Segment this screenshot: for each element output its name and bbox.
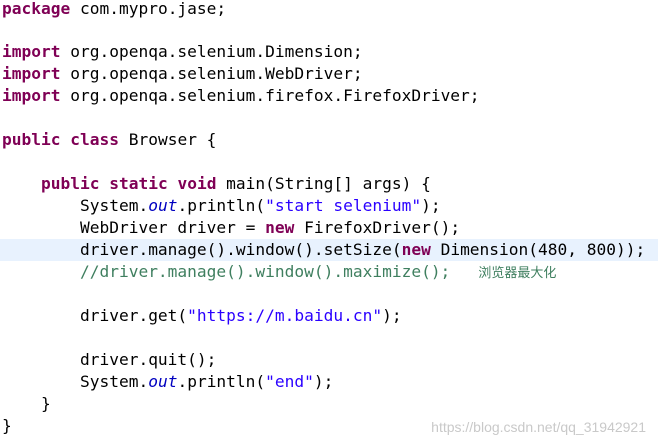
keyword: import xyxy=(2,86,61,105)
code-text: Dimension(480, 800)); xyxy=(430,240,646,259)
code-line-new-driver: WebDriver driver = new FirefoxDriver(); xyxy=(2,217,658,239)
keyword: void xyxy=(177,174,217,193)
code-line-driver-quit: driver.quit(); xyxy=(2,349,658,371)
keyword: public xyxy=(40,174,100,193)
code-text: com.mypro.jase; xyxy=(70,0,227,18)
code-comment: //driver.manage().window().maximize(); xyxy=(79,262,451,281)
code-line-import-webdriver: import org.openqa.selenium.WebDriver; xyxy=(2,63,658,85)
code-text: org.openqa.selenium.firefox.FirefoxDrive… xyxy=(60,86,480,105)
code-text: driver.manage().window().setSize( xyxy=(79,240,402,259)
code-text: FirefoxDriver(); xyxy=(294,218,461,237)
string-literal: "end" xyxy=(265,372,314,391)
code-line-class-declaration: public class Browser { xyxy=(2,129,658,151)
keyword: class xyxy=(70,130,119,149)
keyword: public xyxy=(2,130,61,149)
code-text: } xyxy=(2,416,12,435)
string-literal: "https://m.baidu.cn" xyxy=(187,306,383,325)
keyword: new xyxy=(401,240,431,259)
code-line-import-firefoxdriver: import org.openqa.selenium.firefox.Firef… xyxy=(2,85,658,107)
code-text: ); xyxy=(382,306,402,325)
code-text: System. xyxy=(79,196,149,215)
code-line-set-size-current[interactable]: driver.manage().window().setSize(new Dim… xyxy=(0,239,658,261)
code-text: ); xyxy=(421,196,441,215)
code-line-print-start: System.out.println("start selenium"); xyxy=(2,195,658,217)
indent xyxy=(2,262,80,281)
code-line-close-method: } xyxy=(2,393,658,415)
code-text: org.openqa.selenium.Dimension; xyxy=(60,42,363,61)
code-text: driver.quit(); xyxy=(79,350,217,369)
static-field: out xyxy=(148,196,178,215)
static-field: out xyxy=(148,372,178,391)
indent xyxy=(2,174,41,193)
watermark: https://blog.csdn.net/qq_31942921 xyxy=(431,419,646,435)
keyword: new xyxy=(265,218,295,237)
indent xyxy=(2,218,80,237)
keyword: package xyxy=(2,0,71,18)
code-line-close-class: } xyxy=(2,415,658,437)
code-text: ); xyxy=(313,372,334,391)
keyword: import xyxy=(2,64,61,83)
keyword: import xyxy=(2,42,61,61)
code-text: .println( xyxy=(177,372,266,391)
code-text: System. xyxy=(79,372,149,391)
indent xyxy=(2,394,41,413)
code-text: } xyxy=(40,394,51,413)
code-line-driver-get: driver.get("https://m.baidu.cn"); xyxy=(2,305,658,327)
code-line-maximize-comment: //driver.manage().window().maximize(); 浏览… xyxy=(2,261,658,283)
code-line-print-end: System.out.println("end"); xyxy=(2,371,658,393)
indent xyxy=(2,350,80,369)
code-text: Browser { xyxy=(118,130,217,149)
code-line-main-method: public static void main(String[] args) { xyxy=(2,173,658,195)
indent xyxy=(2,372,80,391)
annotation-note: 浏览器最大化 xyxy=(478,266,557,281)
string-literal: "start selenium" xyxy=(265,196,422,215)
code-text: WebDriver driver = xyxy=(79,218,266,237)
code-line-package: package com.mypro.jase; xyxy=(2,0,658,20)
indent xyxy=(2,240,80,259)
indent xyxy=(2,196,80,215)
code-text: .println( xyxy=(177,196,266,215)
code-text: main(String[] args) { xyxy=(216,174,431,193)
code-text: driver.get( xyxy=(79,306,188,325)
code-text: org.openqa.selenium.WebDriver; xyxy=(60,64,363,83)
indent xyxy=(2,306,80,325)
keyword: static xyxy=(109,174,168,193)
code-line-import-dimension: import org.openqa.selenium.Dimension; xyxy=(2,41,658,63)
